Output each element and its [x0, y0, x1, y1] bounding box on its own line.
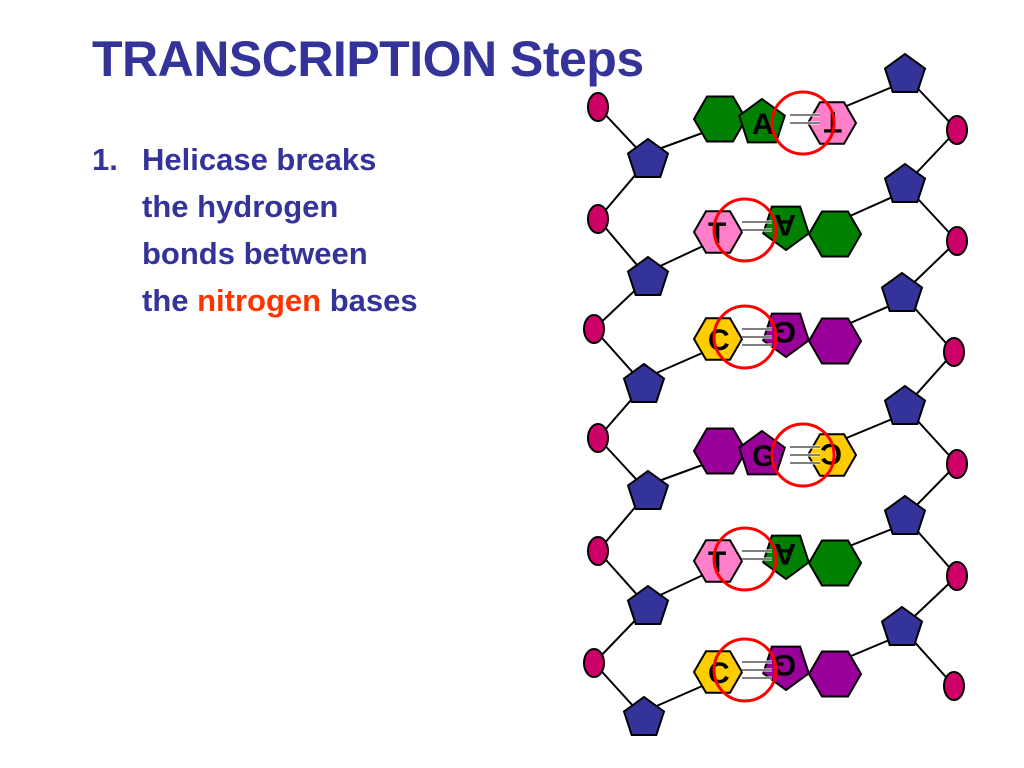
step-line-end: bases	[321, 283, 418, 318]
sugar-pentagon	[626, 584, 670, 625]
break-circle	[712, 526, 778, 592]
sugar-pentagon	[883, 52, 927, 93]
base-letter-g: G	[773, 315, 796, 348]
sugar-pentagon	[622, 362, 666, 403]
sugar-pentagon	[880, 605, 924, 646]
base-c	[692, 317, 744, 361]
sugar-pentagon	[883, 494, 927, 535]
phosphate-dot	[583, 314, 605, 344]
step-line: the hydrogen	[142, 189, 339, 224]
step-line: Helicase breaks	[142, 142, 377, 177]
sugar-pentagon	[626, 137, 670, 178]
phosphate-dot	[946, 449, 968, 479]
sugar-pentagon	[626, 255, 670, 296]
sugar-pentagon	[883, 162, 927, 203]
break-circle	[712, 304, 778, 370]
phosphate-dot	[943, 337, 965, 367]
phosphate-dot	[587, 92, 609, 122]
base-c	[692, 650, 744, 694]
base-letter-t: T	[708, 217, 726, 250]
base-letter-a: A	[774, 537, 796, 570]
step-line-start: the	[142, 283, 198, 318]
step-line: bonds between	[142, 236, 368, 271]
slide-title: TRANSCRIPTION Steps	[92, 31, 644, 87]
base-hexagon	[807, 210, 863, 258]
base-hexagon	[807, 317, 863, 365]
base-hexagon	[692, 95, 748, 143]
sugar-pentagon	[880, 271, 924, 312]
phosphate-dot	[587, 536, 609, 566]
base-t	[692, 210, 744, 254]
sugar-pentagon	[622, 695, 666, 736]
base-hexagon	[807, 650, 863, 698]
sugar-pentagon	[626, 469, 670, 510]
break-circle	[770, 90, 836, 156]
base-letter-c: C	[820, 437, 842, 470]
step-number: 1.	[92, 142, 118, 177]
base-letter-t: T	[708, 546, 726, 579]
phosphate-dot	[587, 423, 609, 453]
base-letter-a: A	[752, 108, 774, 141]
step-item: 1. Helicase breaks the hydrogen bonds be…	[92, 136, 552, 324]
phosphate-dot	[946, 561, 968, 591]
base-t	[692, 539, 744, 583]
base-hexagon	[692, 427, 748, 475]
sugar-pentagon	[883, 384, 927, 425]
phosphate-dot	[946, 115, 968, 145]
phosphate-dot	[583, 648, 605, 678]
base-letter-a: A	[774, 208, 796, 241]
base-hexagon	[807, 539, 863, 587]
steps-list: 1. Helicase breaks the hydrogen bonds be…	[92, 136, 552, 324]
break-circle	[770, 422, 836, 488]
break-circle	[712, 637, 778, 703]
phosphate-dot	[946, 226, 968, 256]
base-letter-g: G	[773, 648, 796, 681]
phosphate-dot	[587, 204, 609, 234]
highlight-nitrogen: nitrogen	[197, 283, 322, 318]
phosphate-dot	[943, 671, 965, 701]
base-letter-g: G	[752, 440, 775, 473]
step-text: Helicase breaks the hydrogen bonds betwe…	[142, 136, 552, 324]
break-circle	[712, 197, 778, 263]
